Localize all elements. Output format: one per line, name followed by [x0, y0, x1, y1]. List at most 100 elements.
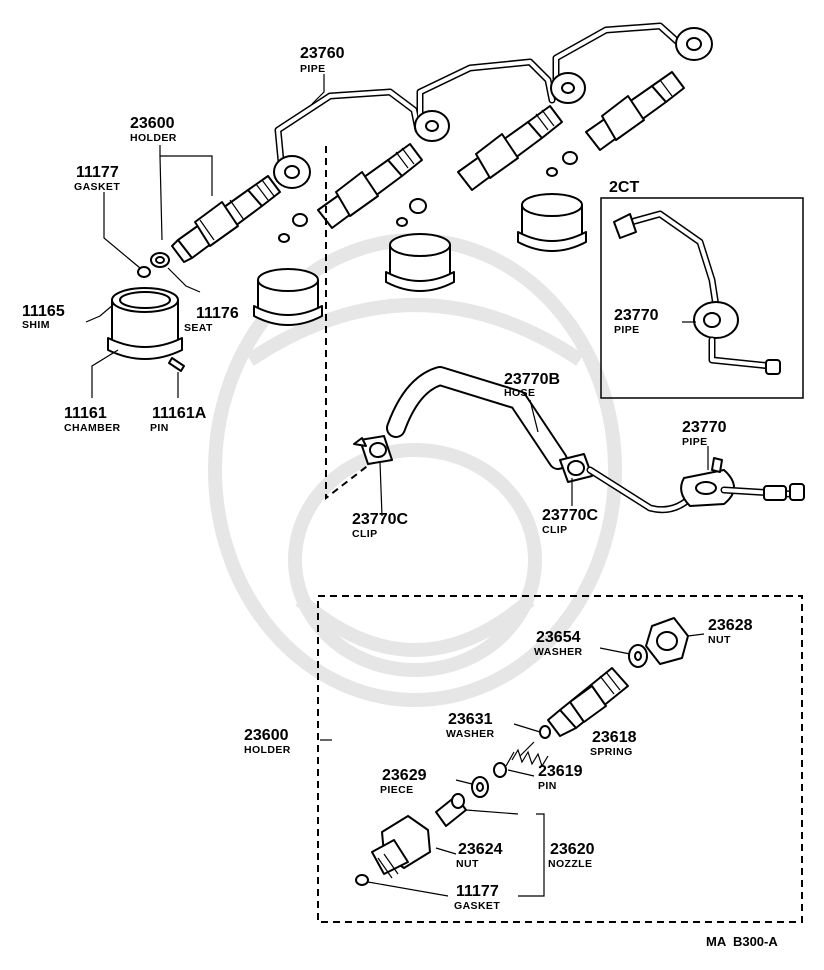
hose-clip-right [559, 453, 593, 483]
washer-23654-part [628, 644, 648, 668]
callout-caption: PIN [538, 780, 557, 792]
variant-2ct-box [600, 197, 804, 399]
callout-caption: PIPE [300, 63, 326, 75]
callout-caption: HOLDER [130, 132, 177, 144]
callout-seat-11176: 11176 SEAT [184, 305, 239, 334]
hose-clip-left [353, 435, 393, 465]
callout-holder-23600: 23600 HOLDER [130, 115, 177, 144]
callout-caption: CLIP [542, 524, 568, 536]
spring-23618-part [505, 748, 549, 768]
callout-pipe-23770: 23770 PIPE [682, 419, 727, 448]
callout-number: 23624 [458, 841, 503, 858]
callout-clip-23770C-left: 23770C CLIP [352, 511, 408, 540]
callout-hose-23770B: 23770B HOSE [504, 371, 560, 399]
callout-caption: NOZZLE [548, 858, 592, 870]
callout-spring-23618: 23618 SPRING [590, 729, 637, 758]
callout-washer-23654: 23654 WASHER [534, 629, 583, 658]
callout-clip-23770C-right: 23770C CLIP [542, 507, 598, 536]
callout-number: 23760 [300, 45, 345, 62]
gasket-11177-detail-ring [355, 874, 369, 886]
injector-holder-1 [171, 175, 281, 263]
callout-number: 23770 [614, 307, 659, 324]
callout-number: 11176 [196, 305, 239, 322]
combustion-chamber-3 [385, 233, 455, 292]
combustion-chamber-4 [517, 193, 587, 252]
callout-caption: PIPE [682, 436, 708, 448]
callout-caption: SHIM [22, 319, 50, 331]
callout-holder-23600-detail: 23600 HOLDER [244, 727, 291, 756]
callout-caption: PIPE [614, 324, 640, 336]
callout-number: 11165 [22, 303, 65, 320]
return-pipe-23770 [586, 457, 805, 514]
callout-number: 23629 [382, 767, 427, 784]
callout-pin-11161A: 11161A PIN [150, 405, 207, 434]
chamber-pin [168, 357, 185, 372]
callout-caption: WASHER [534, 646, 583, 658]
piece-23629-part [471, 776, 489, 798]
callout-number: 11177 [456, 883, 499, 900]
callout-number: 23619 [538, 763, 583, 780]
connection-dashed-line [325, 146, 371, 501]
combustion-chamber-2 [253, 268, 323, 326]
callout-number: 11161A [152, 405, 207, 422]
callout-nozzle-23620: 23620 NOZZLE [548, 841, 595, 870]
callout-pin-23619: 23619 PIN [538, 763, 583, 792]
callout-number: 23618 [592, 729, 637, 746]
callout-number: 23600 [130, 115, 175, 132]
injector-holder-3 [396, 105, 563, 227]
nut-23624-part [371, 815, 431, 879]
callout-caption: GASKET [454, 900, 500, 912]
callout-caption: SPRING [590, 746, 633, 758]
callout-nut-23628: 23628 NUT [708, 617, 753, 646]
callout-pipe-23760: 23760 PIPE [300, 45, 345, 75]
injector-holder-4 [546, 71, 685, 177]
callout-pipe-23770-2ct: 23770 PIPE [614, 307, 659, 336]
combustion-chamber-1 [107, 287, 183, 360]
callout-gasket-11177: 11177 GASKET [74, 164, 120, 193]
diagram-reference-code: MA B300-A [706, 934, 778, 949]
callout-caption: HOLDER [244, 744, 291, 756]
detail-box [317, 595, 803, 923]
return-hose-23770B [386, 366, 568, 470]
gasket-11177-ring [137, 266, 151, 278]
nut-23628-part [645, 617, 689, 665]
callout-piece-23629: 23629 PIECE [380, 767, 427, 796]
callout-number: 23654 [536, 629, 581, 646]
nozzle-holder-body [547, 667, 629, 737]
callout-caption: PIECE [380, 784, 414, 796]
nozzle-23620-part [435, 793, 467, 827]
callout-caption: GASKET [74, 181, 120, 193]
callout-gasket-11177-detail: 11177 GASKET [454, 883, 500, 912]
return-pipe-23770-2ct [613, 210, 781, 375]
callout-number: 23770 [682, 419, 727, 436]
callout-caption: PIN [150, 422, 169, 434]
callout-number: 23770B [504, 371, 560, 388]
callout-number: 23620 [550, 841, 595, 858]
callout-caption: CHAMBER [64, 422, 120, 434]
variant-2ct-label: 2CT [609, 179, 639, 196]
callout-number: 23770C [542, 507, 598, 524]
callout-number: 11177 [76, 164, 119, 181]
pin-23619-part [493, 762, 507, 778]
leakage-pipe-23760 [273, 22, 713, 189]
callout-caption: NUT [456, 858, 479, 870]
callout-chamber-11161: 11161 CHAMBER [64, 405, 120, 434]
callout-caption: HOSE [504, 387, 535, 399]
callout-caption: WASHER [446, 728, 495, 740]
callout-number: 23628 [708, 617, 753, 634]
leader-lines [85, 74, 709, 897]
callout-number: 23770C [352, 511, 408, 528]
seat-11176-ring [150, 252, 170, 268]
callout-nut-23624: 23624 NUT [456, 841, 503, 870]
callout-number: 11161 [64, 405, 107, 422]
washer-23631-part [539, 725, 551, 739]
callout-shim-11165: 11165 SHIM [22, 303, 65, 331]
injector-holder-2 [278, 143, 423, 243]
callout-caption: NUT [708, 634, 731, 646]
callout-number: 23631 [448, 711, 493, 728]
callout-washer-23631: 23631 WASHER [446, 711, 495, 740]
callout-caption: CLIP [352, 528, 378, 540]
callout-number: 23600 [244, 727, 289, 744]
callout-caption: SEAT [184, 322, 213, 334]
